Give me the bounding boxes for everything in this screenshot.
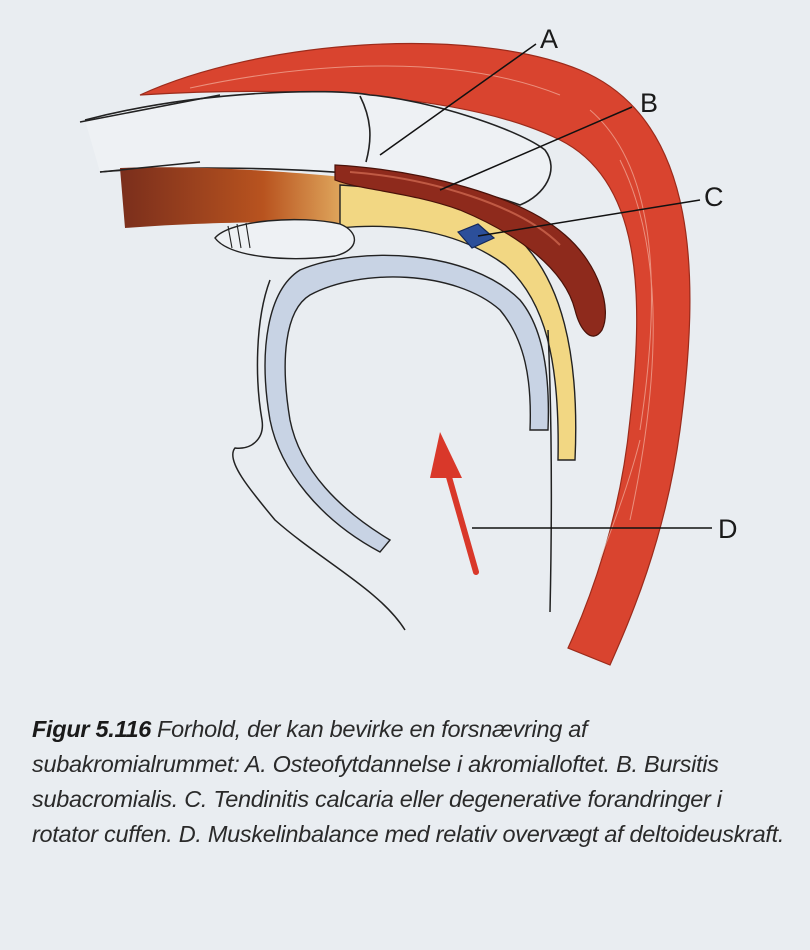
caption-text: Forhold, der kan bevirke en forsnævring … bbox=[32, 716, 785, 847]
label-a: A bbox=[540, 24, 559, 54]
bursa bbox=[334, 164, 606, 337]
clavicle-line-bottom bbox=[99, 161, 201, 173]
callout-line-c bbox=[477, 199, 701, 237]
deltoid-muscle bbox=[139, 42, 691, 666]
acromion-bone bbox=[84, 90, 552, 206]
callout-line-a bbox=[379, 43, 537, 156]
shoulder-diagram bbox=[79, 42, 712, 666]
callout-line-b bbox=[439, 106, 633, 191]
label-d: D bbox=[718, 514, 738, 544]
clavicle-line-top bbox=[79, 94, 221, 123]
ligament-strokes bbox=[227, 222, 251, 249]
bursa-highlight bbox=[349, 171, 561, 246]
osteophyte bbox=[359, 95, 371, 163]
force-arrow-shaft bbox=[444, 467, 479, 575]
force-arrow-head bbox=[430, 432, 462, 478]
label-c: C bbox=[704, 182, 724, 212]
humerus-shaft-line bbox=[547, 329, 553, 613]
label-b: B bbox=[640, 88, 659, 118]
supraspinatus-muscle bbox=[120, 167, 380, 228]
caption-label: Figur 5.116 bbox=[32, 716, 152, 742]
calcification bbox=[456, 223, 496, 249]
muscle-fibers bbox=[189, 65, 654, 561]
humeral-cartilage bbox=[264, 254, 550, 553]
coracoid-process bbox=[214, 218, 356, 260]
humerus-outline bbox=[232, 279, 406, 631]
